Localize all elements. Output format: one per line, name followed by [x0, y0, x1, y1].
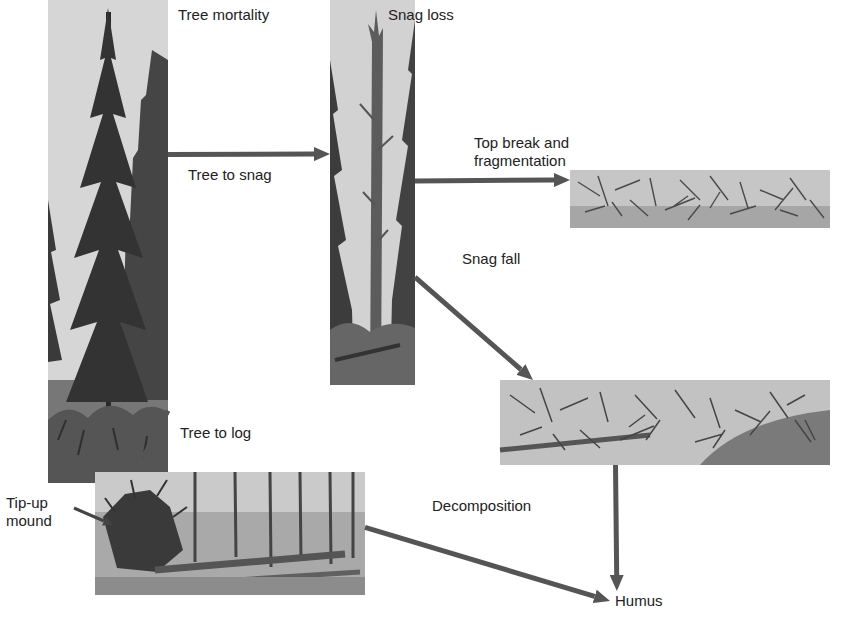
flow-arrow [168, 152, 314, 158]
edge-label: Tree to snag [188, 166, 272, 184]
flow-arrow [143, 411, 168, 458]
snag-fall-photo [500, 380, 830, 465]
leader-arrow [74, 508, 104, 521]
tree-photo [48, 0, 168, 483]
flow-arrow [616, 465, 617, 575]
photo-panel: Tree mortality [48, 0, 168, 483]
edge-label: Decomposition [432, 497, 531, 515]
photo-panel [500, 380, 830, 465]
flow-arrow [415, 178, 554, 184]
snag-photo [330, 0, 415, 385]
flow-arrow [415, 277, 521, 369]
photo-panel [570, 170, 830, 228]
node-text: Snag loss [388, 6, 454, 24]
node-text: Humus [615, 592, 663, 610]
photo-panel: Snag loss [330, 0, 415, 385]
node-text: Tree mortality [178, 6, 269, 24]
edge-label: Top break and fragmentation [474, 134, 582, 170]
edge-label: Snag fall [462, 250, 520, 268]
flow-arrow [365, 527, 595, 596]
edge-label: Tree to log [180, 424, 251, 442]
log-photo [95, 472, 365, 595]
callout-label: Tip-up mound [6, 494, 74, 530]
end-term: Humus [610, 591, 668, 611]
photo-panel [95, 472, 365, 595]
fragmentation-photo [570, 170, 830, 228]
